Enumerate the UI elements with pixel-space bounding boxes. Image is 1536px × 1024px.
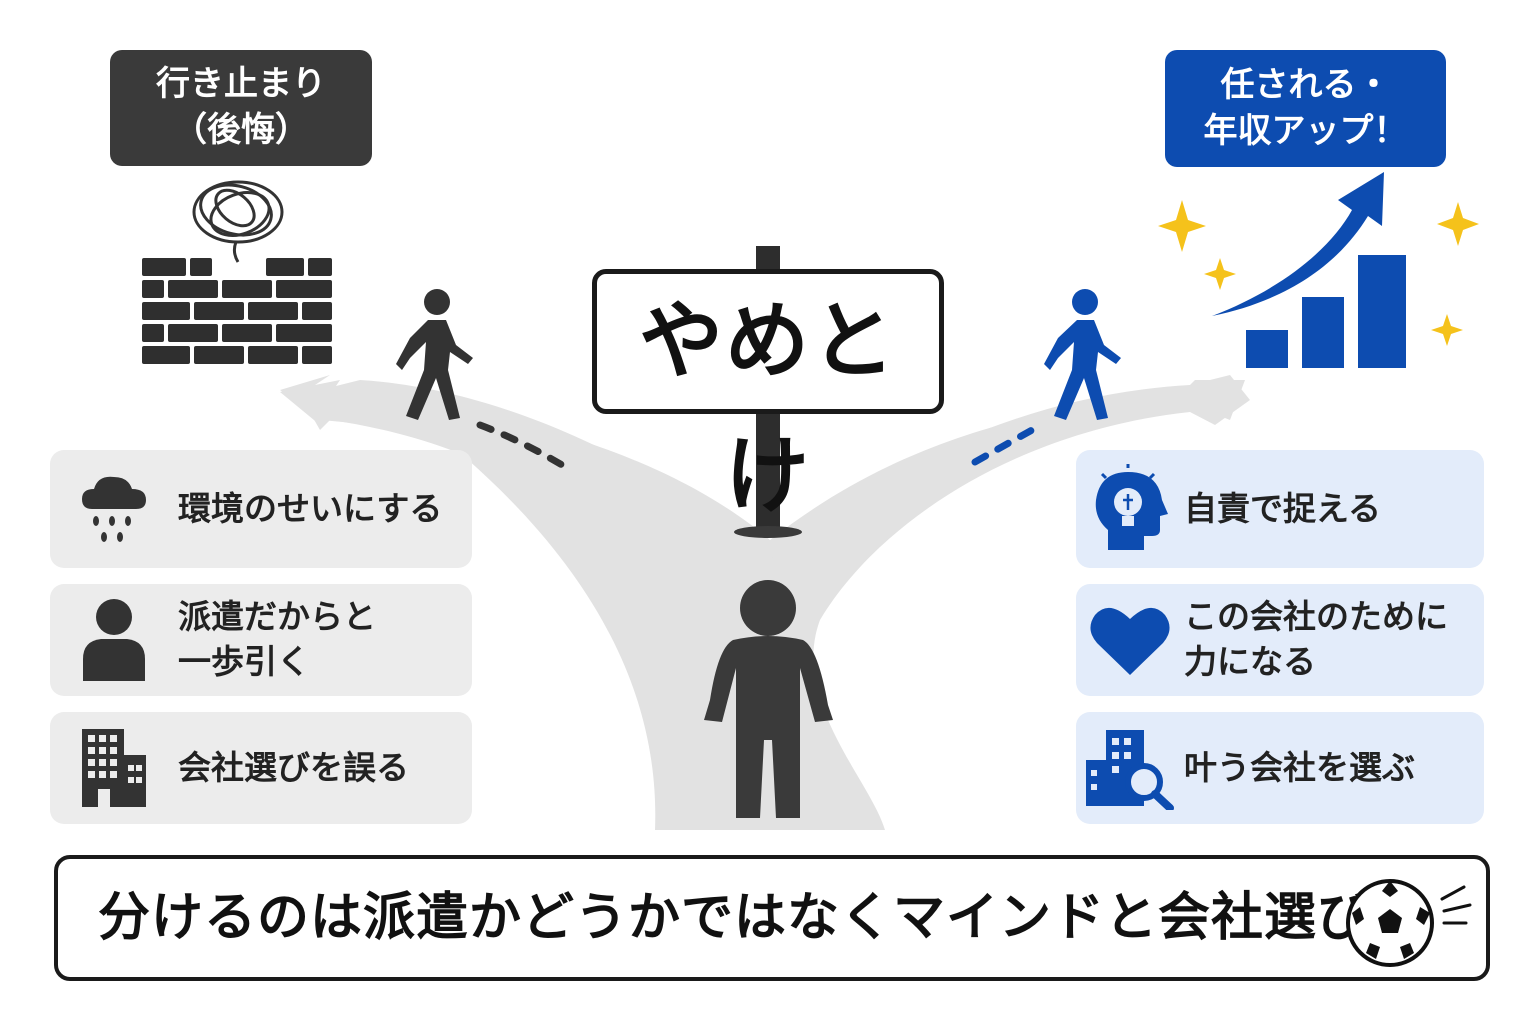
sparkle-icon (1158, 200, 1479, 346)
right-card-text-3: 叶う会社を選ぶ (1184, 746, 1415, 791)
right-card-contribute: この会社のために 力になる (1076, 584, 1484, 696)
bottom-message: 分けるのは派遣かどうかではなくマインドと会社選び (98, 888, 1371, 948)
right-card-2-line2: 力になる (1184, 642, 1316, 681)
left-card-blame-environment: 環境のせいにする (50, 450, 472, 568)
right-dashed-trail (971, 426, 1036, 466)
left-dashed-trail (476, 421, 566, 469)
right-card-text-1: 自責で捉える (1184, 487, 1381, 532)
left-card-1-line1: 環境のせいにする (178, 488, 443, 528)
right-card-3-line1: 叶う会社を選ぶ (1184, 747, 1415, 787)
right-card-1-line1: 自責で捉える (1184, 488, 1382, 528)
rain-cloud-icon (50, 469, 178, 549)
lightbulb-head-icon (1076, 464, 1184, 554)
signpost-board: やめとけ (592, 269, 944, 525)
success-label: 任される・ 年収アップ！ (1165, 50, 1446, 167)
soccer-ball-icon (1346, 879, 1472, 967)
left-card-step-back: 派遣だからと 一歩引く (50, 584, 472, 696)
building-search-icon (1076, 726, 1184, 810)
standing-person-icon (704, 580, 833, 818)
right-card-choose-company: 叶う会社を選ぶ (1076, 712, 1484, 824)
dead-end-label: 行き止まり （後悔） (110, 50, 372, 166)
left-walking-person-icon (396, 289, 473, 420)
left-card-text-3: 会社選びを誤る (178, 746, 409, 791)
left-card-text-2: 派遣だからと 一歩引く (178, 595, 376, 684)
tangled-thought-icon (192, 180, 284, 263)
person-icon (50, 595, 178, 685)
success-label-line2: 年収アップ！ (1203, 110, 1408, 151)
right-card-text-2: この会社のために 力になる (1184, 595, 1448, 684)
left-card-3-line1: 会社選びを誤る (178, 747, 409, 787)
left-card-2-line2: 一歩引く (178, 642, 310, 681)
left-card-2-line1: 派遣だからと (178, 597, 376, 637)
right-card-2-line1: この会社のために (1184, 597, 1448, 637)
brick-wall-icon (142, 258, 332, 364)
left-card-wrong-company: 会社選びを誤る (50, 712, 472, 824)
signpost-text: やめとけ (638, 292, 897, 525)
dead-end-label-line1: 行き止まり (156, 64, 326, 105)
left-card-text-1: 環境のせいにする (178, 487, 442, 532)
heart-icon (1076, 603, 1184, 677)
rising-arrow-chart-icon (1212, 172, 1406, 368)
dead-end-label-line2: （後悔） (173, 110, 309, 150)
bottom-message-banner: 分けるのは派遣かどうかではなくマインドと会社選び (54, 855, 1490, 981)
building-icon (50, 725, 178, 811)
right-walking-person-icon (1044, 289, 1121, 420)
success-label-line1: 任される・ (1220, 64, 1391, 105)
right-card-self-responsibility: 自責で捉える (1076, 450, 1484, 568)
